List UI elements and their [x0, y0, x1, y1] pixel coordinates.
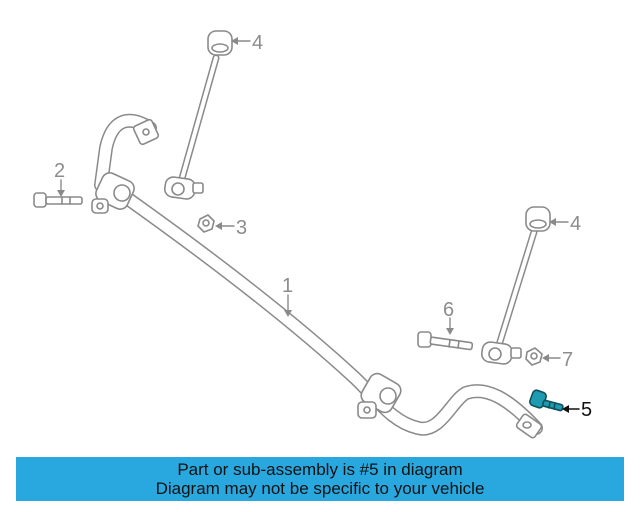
nut-7	[525, 347, 543, 366]
bolt-6	[417, 331, 474, 351]
nut-3	[197, 214, 215, 233]
callout-5: 5	[581, 399, 592, 421]
bolt-5-highlighted[interactable]	[529, 389, 564, 412]
callout-2: 2	[54, 160, 65, 182]
info-banner: Part or sub-assembly is #5 in diagram Di…	[16, 457, 624, 501]
bolt-2	[33, 192, 83, 208]
callout-4-left: 4	[252, 32, 263, 54]
callout-4-right: 4	[570, 213, 581, 235]
callout-3: 3	[236, 217, 247, 239]
stabilizer-bar	[91, 113, 543, 439]
stabilizer-link-right	[480, 206, 551, 365]
callout-7: 7	[562, 349, 573, 371]
banner-line-disclaimer: Diagram may not be specific to your vehi…	[155, 479, 485, 498]
banner-line-part: Part or sub-assembly is #5 in diagram	[177, 460, 463, 479]
callout-1: 1	[282, 275, 293, 297]
stabilizer-link-left	[163, 30, 233, 200]
callout-6: 6	[443, 299, 454, 321]
